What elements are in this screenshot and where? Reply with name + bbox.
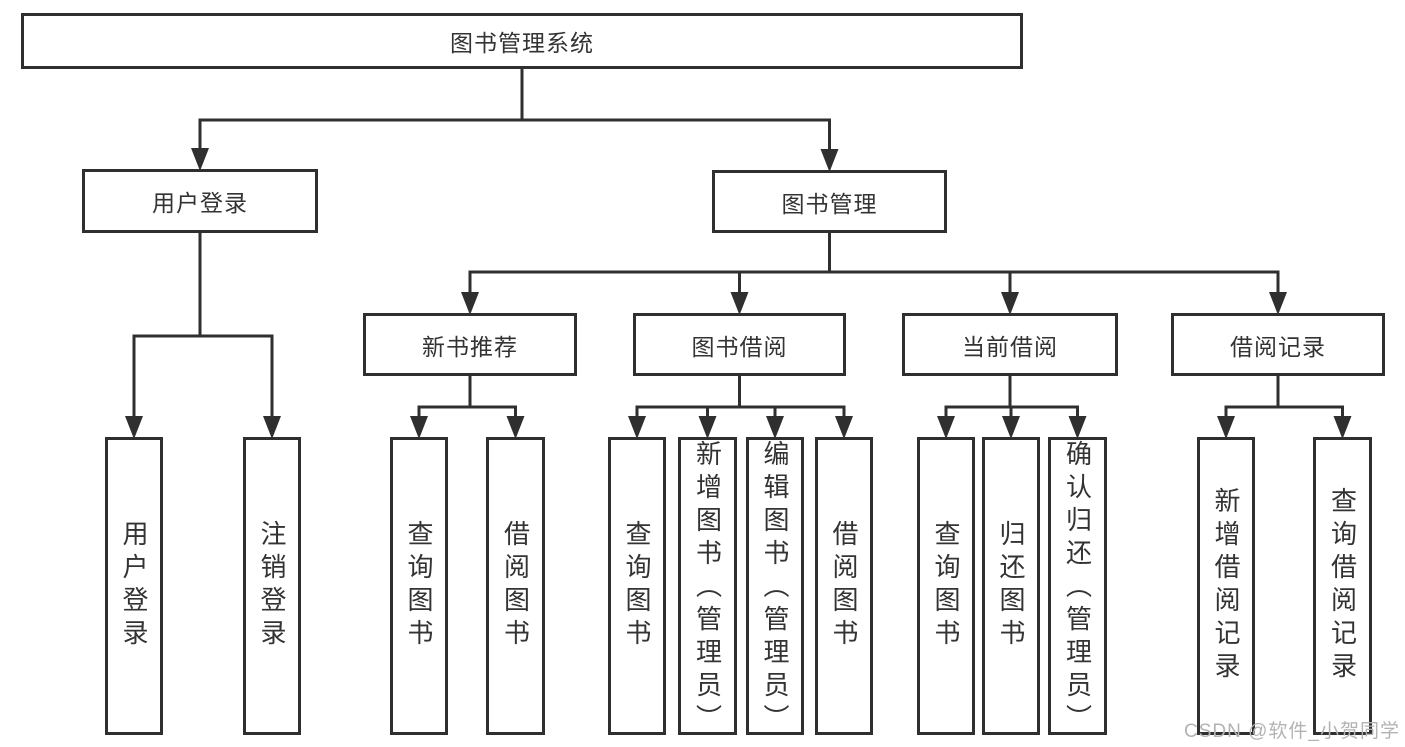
- arrowhead-into-mgmt: [820, 149, 839, 172]
- arrowhead-into-login: [191, 148, 209, 171]
- node-leaf-rec-add: 新增借阅记录: [1197, 437, 1255, 735]
- node-label-leaf-nb-borrow: 借阅图书: [500, 520, 531, 652]
- arrowhead-into-leaf-bb-add: [698, 416, 717, 439]
- arrowhead-into-book-borrow: [730, 292, 749, 315]
- node-mgmt: 图书管理: [712, 170, 947, 233]
- node-label-leaf-rec-add: 新增借阅记录: [1211, 487, 1241, 685]
- edge-from-root: [198, 67, 831, 158]
- node-leaf-rec-query: 查询借阅记录: [1313, 437, 1372, 735]
- edge-from-login: [132, 231, 274, 425]
- node-label-login: 用户登录: [152, 190, 248, 216]
- node-leaf-nb-query: 查询图书: [390, 437, 448, 735]
- node-label-borrow-records: 借阅记录: [1230, 333, 1326, 360]
- node-label-leaf-cb-query: 查询图书: [931, 520, 961, 652]
- node-label-current-borrow: 当前借阅: [962, 333, 1058, 360]
- arrowhead-into-new-books: [461, 292, 479, 315]
- arrowhead-into-leaf-cb-confirm: [1068, 416, 1087, 439]
- node-label-book-borrow: 图书借阅: [691, 333, 788, 360]
- node-label-new-books: 新书推荐: [422, 333, 518, 360]
- arrowhead-into-current-borrow: [1001, 292, 1019, 315]
- node-leaf-nb-borrow: 借阅图书: [486, 437, 545, 735]
- node-login: 用户登录: [82, 169, 318, 233]
- node-label-leaf-rec-query: 查询借阅记录: [1327, 487, 1358, 685]
- node-label-root: 图书管理系统: [450, 30, 594, 56]
- node-label-leaf-bb-borrow: 借阅图书: [829, 520, 859, 652]
- arrowhead-into-leaf-bb-borrow: [835, 416, 853, 439]
- arrowhead-into-leaf-rec-add: [1217, 416, 1235, 439]
- node-label-leaf-bb-add: 新增图书（管理员）: [692, 440, 723, 737]
- arrowhead-into-leaf-cb-return: [1002, 416, 1020, 439]
- node-label-leaf-bb-edit: 编辑图书（管理员）: [760, 440, 790, 737]
- watermark-text: CSDN @软件_小贺同学: [1184, 721, 1400, 742]
- edge-from-mgmt: [468, 231, 1280, 301]
- node-leaf-logout: 注销登录: [243, 437, 301, 735]
- node-new-books: 新书推荐: [363, 313, 577, 376]
- node-leaf-bb-borrow: 借阅图书: [815, 437, 873, 735]
- node-label-leaf-bb-query: 查询图书: [622, 520, 652, 652]
- arrowhead-into-leaf-user-login: [125, 416, 143, 439]
- arrowhead-into-leaf-rec-query: [1333, 416, 1352, 439]
- node-label-leaf-user-login: 用户登录: [119, 520, 149, 652]
- edge-from-current-borrow: [944, 374, 1079, 425]
- node-label-leaf-nb-query: 查询图书: [404, 520, 434, 652]
- node-leaf-cb-return: 归还图书: [982, 437, 1040, 735]
- node-leaf-cb-confirm: 确认归还（管理员）: [1048, 437, 1107, 737]
- edge-from-book-borrow: [635, 374, 846, 425]
- edge-from-borrow-records: [1224, 374, 1344, 425]
- arrowhead-into-borrow-records: [1269, 292, 1287, 315]
- node-label-leaf-cb-confirm: 确认归还（管理员）: [1062, 440, 1093, 737]
- node-leaf-bb-query: 查询图书: [608, 437, 666, 735]
- node-label-mgmt: 图书管理: [781, 190, 878, 217]
- arrowhead-into-leaf-bb-query: [628, 416, 646, 439]
- node-label-leaf-logout: 注销登录: [257, 520, 287, 652]
- arrowhead-into-leaf-nb-borrow: [506, 416, 525, 439]
- node-root: 图书管理系统: [21, 13, 1023, 69]
- node-leaf-bb-edit: 编辑图书（管理员）: [746, 437, 804, 737]
- node-borrow-records: 借阅记录: [1171, 313, 1385, 376]
- node-leaf-user-login: 用户登录: [105, 437, 163, 735]
- node-label-leaf-cb-return: 归还图书: [996, 520, 1026, 652]
- node-leaf-bb-add: 新增图书（管理员）: [678, 437, 737, 737]
- node-current-borrow: 当前借阅: [902, 313, 1118, 376]
- node-leaf-cb-query: 查询图书: [917, 437, 975, 735]
- arrowhead-into-leaf-logout: [263, 416, 281, 439]
- arrowhead-into-leaf-bb-edit: [766, 416, 784, 439]
- arrowhead-into-leaf-cb-query: [937, 416, 955, 439]
- edge-from-new-books: [417, 374, 517, 425]
- arrowhead-into-leaf-nb-query: [410, 416, 428, 439]
- node-book-borrow: 图书借阅: [633, 313, 846, 376]
